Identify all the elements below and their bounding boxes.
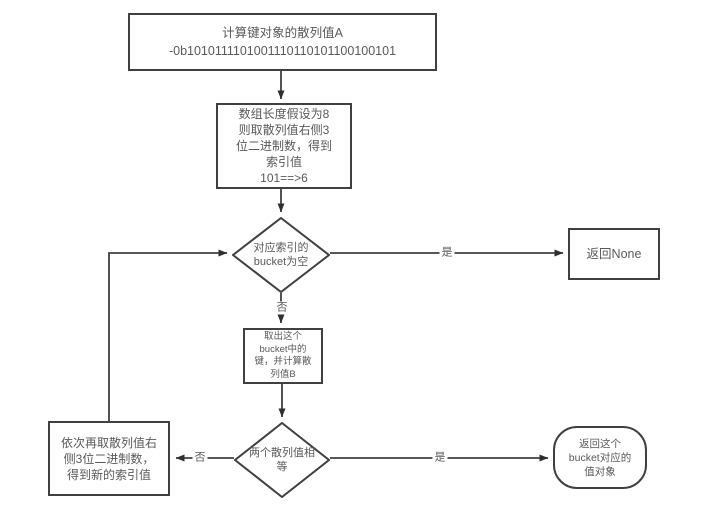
node-take-index: 数组长度假设为8 则取散列值右侧3 位二进制数，得到 索引值 101==>6: [216, 103, 352, 189]
node-compute-hash-line2: -0b1010111101001110110101100100101: [168, 44, 397, 58]
decision-hash-equal: 两个散列值相 等: [234, 422, 330, 498]
node-take-key: 取出这个 bucket中的 键，并计算散 列值B: [243, 328, 323, 384]
edge-label-empty-yes: 是: [439, 246, 455, 260]
decision-bucket-empty: 对应索引的 bucket为空: [232, 217, 330, 293]
node-compute-hash-line1: 计算键对象的散列值A: [222, 26, 343, 40]
diamond-shape: [234, 422, 330, 498]
edge-label-equal-no: 否: [192, 451, 208, 465]
edge-label-equal-yes: 是: [432, 451, 448, 465]
node-return-value: 返回这个 bucket对应的 值对象: [553, 426, 647, 489]
diamond-shape: [232, 217, 330, 293]
node-return-none: 返回None: [568, 228, 660, 280]
edge-retry-loop: [108, 249, 228, 421]
edge-label-empty-no: 否: [274, 301, 290, 315]
node-compute-hash: 计算键对象的散列值A -0b10101111010011101101011001…: [128, 13, 437, 71]
node-retry-index: 依次再取散列值右 侧3位二进制数， 得到新的索引值: [48, 421, 170, 496]
